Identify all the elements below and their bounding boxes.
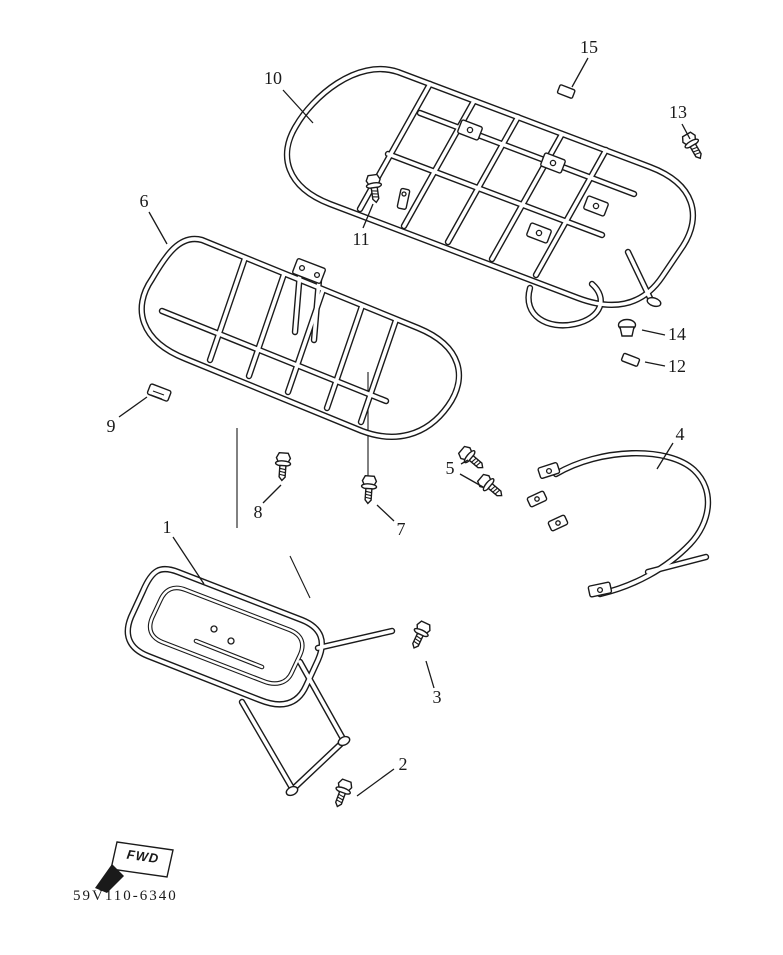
- part-callout-2[interactable]: 2: [398, 754, 408, 774]
- part-callout-7[interactable]: 7: [396, 519, 406, 539]
- part-callout-6[interactable]: 6: [139, 191, 149, 211]
- tube-inner-layer: [126, 67, 710, 792]
- alignment-lines: [236, 372, 369, 599]
- bumper-foot: [285, 785, 299, 797]
- part-callout-15[interactable]: 15: [580, 37, 598, 57]
- bolt-part-13: [679, 130, 708, 163]
- grab-bar-tab: [537, 462, 561, 480]
- bumper-foot: [337, 735, 351, 747]
- fasteners: [273, 130, 708, 810]
- bolt-part-5: [475, 471, 508, 503]
- part-callout-3[interactable]: 3: [432, 687, 442, 707]
- part-callout-9[interactable]: 9: [106, 416, 116, 436]
- bolt-part-5: [456, 443, 489, 475]
- bolt-part-8: [273, 451, 292, 482]
- part-callout-10[interactable]: 10: [264, 68, 282, 88]
- part-callout-11[interactable]: 11: [352, 229, 370, 249]
- part-15-clip: [556, 84, 576, 99]
- leader-lines: [118, 57, 691, 797]
- part-12-plate: [620, 352, 641, 367]
- part-9-damper: [146, 383, 172, 402]
- part-callout-14[interactable]: 14: [668, 324, 686, 344]
- part-callout-5[interactable]: 5: [445, 458, 455, 478]
- part-callout-8[interactable]: 8: [253, 502, 263, 522]
- grab-bar-tab: [587, 581, 613, 598]
- part-callout-13[interactable]: 13: [669, 102, 687, 122]
- bolt-part-2: [329, 777, 355, 810]
- fwd-arrow-icon: [95, 841, 174, 893]
- part-code-label: 59V110-6340: [73, 888, 178, 904]
- brackets-and-plates: [146, 84, 662, 797]
- part-callout-12[interactable]: 12: [668, 356, 686, 376]
- grab-bar-tubes: [556, 453, 708, 594]
- carrier-foot: [646, 296, 662, 308]
- part-callout-1[interactable]: 1: [162, 517, 172, 537]
- part-11-hook: [396, 187, 411, 210]
- part-callout-4[interactable]: 4: [675, 424, 685, 444]
- bolt-part-7: [359, 474, 378, 505]
- bolt-part-3: [406, 619, 434, 652]
